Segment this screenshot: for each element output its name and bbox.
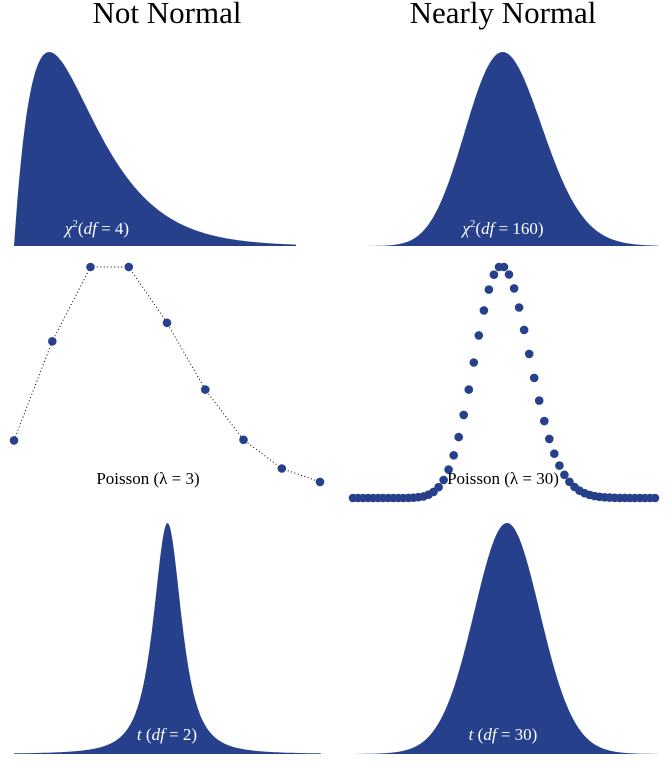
poisson-lambda30-label: Poisson (λ = 30) <box>447 469 559 488</box>
poisson-lambda30-point-30 <box>499 262 509 272</box>
poisson-lambda30-point-60 <box>650 493 660 503</box>
t-df30-density-area <box>356 523 658 754</box>
poisson-lambda30-plot <box>348 262 660 503</box>
poisson-lambda30-point-38 <box>540 416 549 426</box>
poisson-lambda30-point-26 <box>479 306 489 315</box>
poisson-lambda30-point-24 <box>469 358 479 367</box>
left-column-title: Not Normal <box>93 0 242 30</box>
poisson-lambda30-point-36 <box>529 373 539 383</box>
chisq-df4-label: χ2(df = 4) <box>63 218 129 238</box>
chisq-df4-density-area <box>14 52 296 246</box>
right-column-title: Nearly Normal <box>410 0 597 30</box>
poisson-lambda30-point-28 <box>489 270 499 280</box>
poisson-lambda3-point-3 <box>124 262 134 272</box>
poisson-lambda3-label: Poisson (λ = 3) <box>96 469 199 488</box>
poisson-lambda3-point-0 <box>9 436 19 445</box>
poisson-lambda3-point-4 <box>162 318 172 328</box>
poisson-lambda30-point-41 <box>555 461 564 470</box>
poisson-lambda30-point-31 <box>504 270 514 279</box>
poisson-lambda30-point-19 <box>444 465 453 474</box>
t-df30-label: t (df = 30) <box>469 725 538 744</box>
poisson-lambda30-point-27 <box>484 285 494 294</box>
poisson-lambda30-point-17 <box>434 482 443 492</box>
poisson-lambda3-dotted-line <box>13 266 321 483</box>
poisson-lambda30-point-25 <box>474 331 484 340</box>
poisson-lambda3-plot <box>9 262 325 487</box>
chisq-df160-label: χ2(df = 160) <box>460 218 543 238</box>
poisson-lambda30-point-21 <box>454 432 464 442</box>
poisson-lambda30-point-35 <box>524 349 534 359</box>
chisq-df160-density-area <box>356 52 658 246</box>
poisson-lambda3-point-5 <box>201 385 210 394</box>
t-df2-density-area <box>14 523 321 754</box>
poisson-lambda30-point-23 <box>464 385 474 394</box>
poisson-lambda30-point-32 <box>509 284 519 293</box>
poisson-lambda30-point-22 <box>459 410 469 420</box>
poisson-lambda30-point-40 <box>550 449 559 459</box>
poisson-lambda30-point-18 <box>439 475 448 485</box>
poisson-lambda30-point-42 <box>560 470 569 480</box>
poisson-lambda3-point-2 <box>86 262 95 272</box>
poisson-lambda3-point-8 <box>315 477 325 487</box>
poisson-lambda30-point-34 <box>519 325 529 335</box>
poisson-lambda30-point-33 <box>514 303 524 312</box>
poisson-lambda3-point-1 <box>48 337 57 346</box>
poisson-lambda30-point-37 <box>534 396 544 405</box>
poisson-lambda30-point-20 <box>449 451 459 460</box>
poisson-lambda3-point-6 <box>239 435 248 445</box>
poisson-lambda30-point-39 <box>545 434 554 444</box>
poisson-lambda3-point-7 <box>277 464 287 473</box>
t-df2-label: t (df = 2) <box>137 725 197 744</box>
